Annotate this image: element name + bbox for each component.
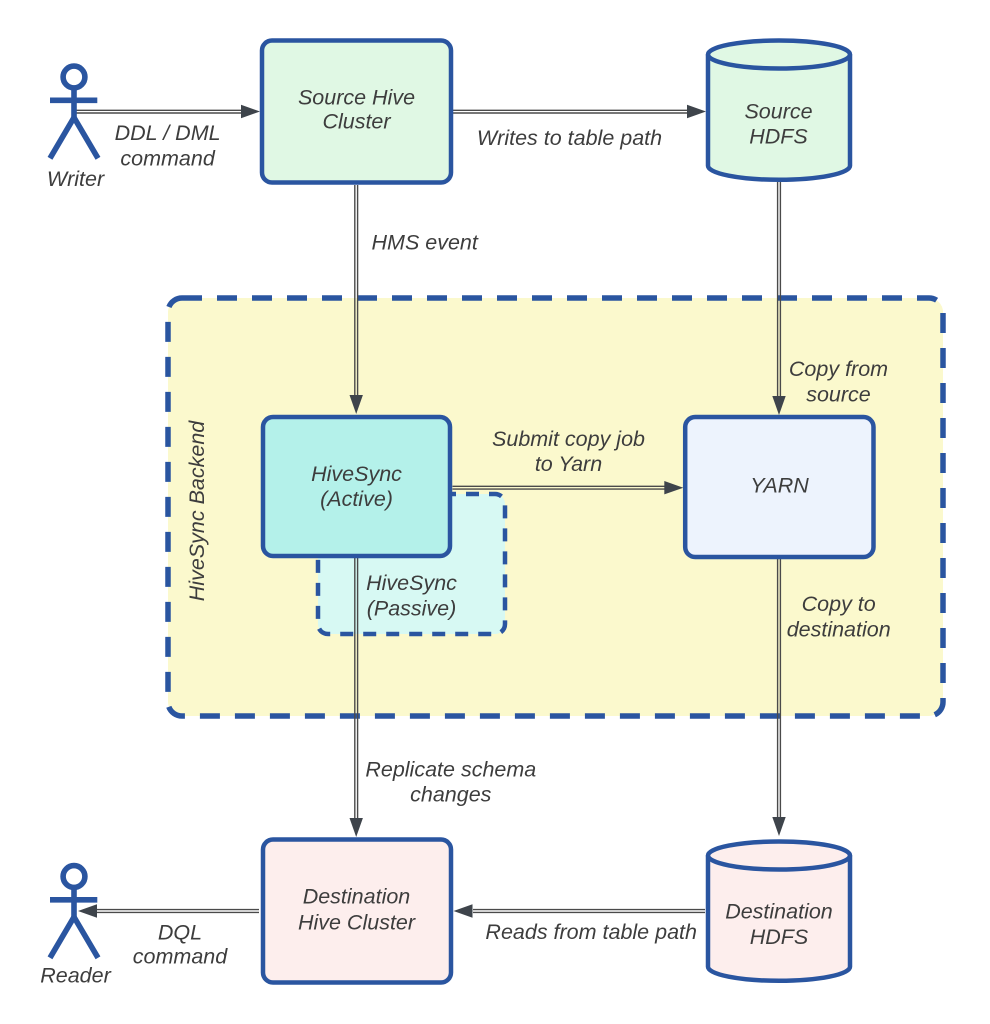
- svg-text:HiveSync: HiveSync: [311, 462, 402, 486]
- svg-text:Writes to table path: Writes to table path: [477, 126, 662, 150]
- svg-text:Reader: Reader: [40, 964, 111, 988]
- svg-text:Submit copy job: Submit copy job: [492, 427, 645, 451]
- svg-text:DDL / DML: DDL / DML: [115, 121, 221, 145]
- svg-text:(Active): (Active): [320, 487, 393, 511]
- svg-text:(Passive): (Passive): [367, 597, 457, 621]
- svg-text:command: command: [120, 147, 215, 171]
- svg-text:Hive Cluster: Hive Cluster: [298, 911, 416, 935]
- svg-text:HMS event: HMS event: [372, 230, 479, 254]
- svg-text:Cluster: Cluster: [322, 110, 391, 134]
- svg-text:Source: Source: [744, 100, 812, 124]
- svg-text:Destination: Destination: [725, 900, 833, 924]
- svg-text:Source Hive: Source Hive: [298, 85, 415, 109]
- svg-text:destination: destination: [787, 618, 891, 642]
- svg-text:Replicate schema: Replicate schema: [365, 757, 536, 781]
- svg-text:HiveSync Backend: HiveSync Backend: [185, 420, 209, 601]
- svg-text:Reads from table path: Reads from table path: [485, 920, 697, 944]
- svg-text:Writer: Writer: [47, 167, 105, 191]
- svg-text:HDFS: HDFS: [749, 125, 808, 149]
- svg-text:changes: changes: [410, 782, 492, 806]
- svg-text:HiveSync: HiveSync: [366, 571, 457, 595]
- svg-text:DQL: DQL: [158, 921, 202, 945]
- svg-text:source: source: [806, 383, 871, 407]
- svg-text:Copy from: Copy from: [789, 357, 888, 381]
- svg-text:to Yarn: to Yarn: [535, 452, 602, 476]
- svg-text:Copy to: Copy to: [802, 592, 876, 616]
- svg-text:HDFS: HDFS: [750, 925, 809, 949]
- svg-text:command: command: [133, 945, 228, 969]
- svg-text:YARN: YARN: [750, 473, 809, 497]
- svg-text:Destination: Destination: [303, 885, 411, 909]
